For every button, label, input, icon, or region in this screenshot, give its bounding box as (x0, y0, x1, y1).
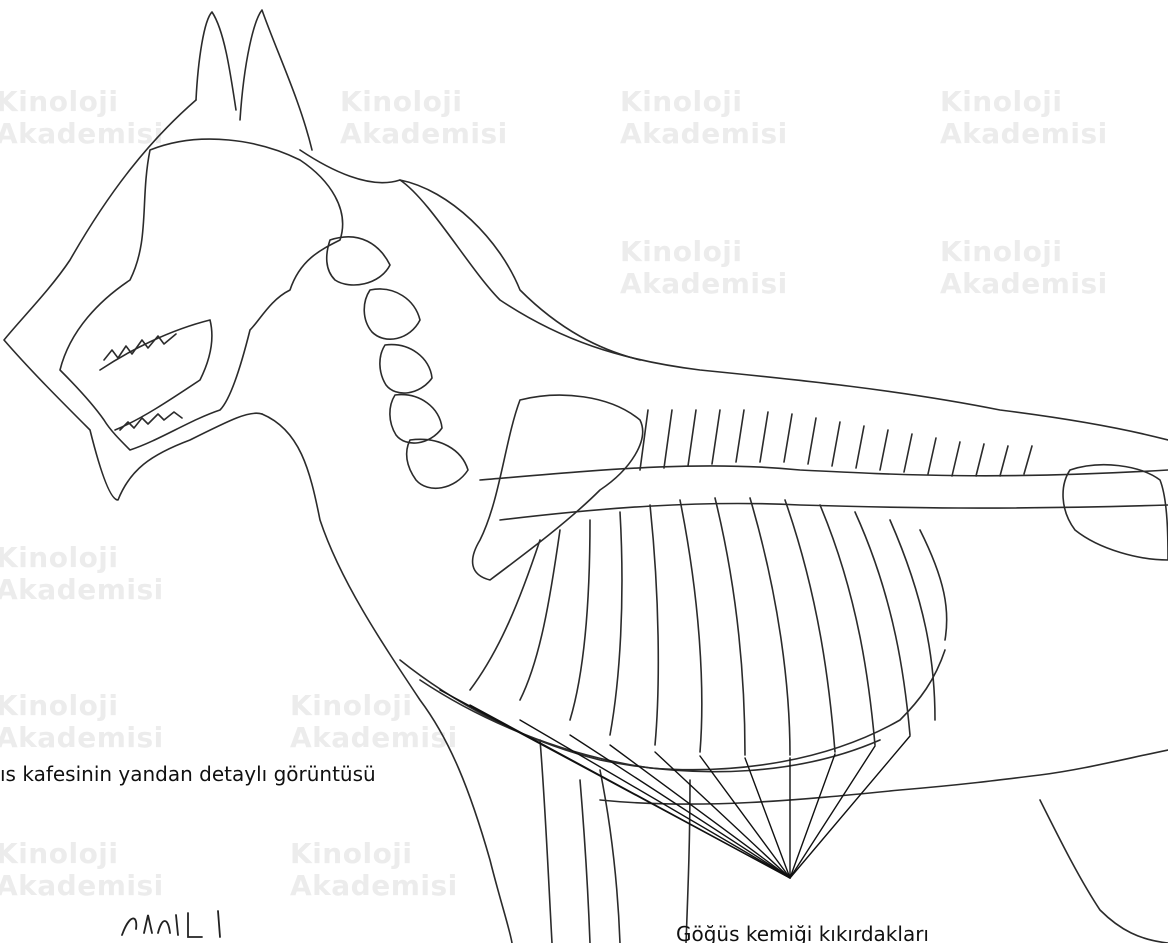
head-outline (4, 100, 262, 500)
pointer-lines (440, 690, 910, 878)
front-leg-outline (540, 740, 552, 943)
skull-outline (60, 139, 343, 450)
ear-outline (240, 10, 312, 150)
hind-leg-outline (1040, 800, 1168, 943)
cervical-vertebra (327, 237, 390, 285)
sternum-outline (400, 660, 880, 772)
cervical-vertebra (380, 345, 432, 393)
cervical-vertebra (364, 289, 420, 339)
cervical-vertebra (407, 439, 468, 488)
front-leg-outline (580, 780, 590, 943)
artist-signature (118, 905, 248, 943)
neck-outline (300, 150, 640, 360)
cervical-vertebra (390, 395, 442, 443)
throat-outline (262, 414, 512, 943)
front-leg-outline (600, 770, 620, 943)
ear-outline (196, 12, 236, 110)
teeth-lower (120, 412, 182, 430)
pelvis-outline (1063, 465, 1168, 560)
back-outline (400, 180, 1168, 440)
jaw-outline (100, 320, 212, 430)
sternum-label: Göğüs kemiği kıkırdakları (676, 922, 929, 943)
scapula-outline (473, 395, 643, 580)
spine-upper (480, 466, 1168, 480)
belly-outline (600, 750, 1168, 804)
ribs (470, 498, 947, 755)
figure-caption: ıs kafesinin yandan detaylı görüntüsü (0, 762, 376, 786)
